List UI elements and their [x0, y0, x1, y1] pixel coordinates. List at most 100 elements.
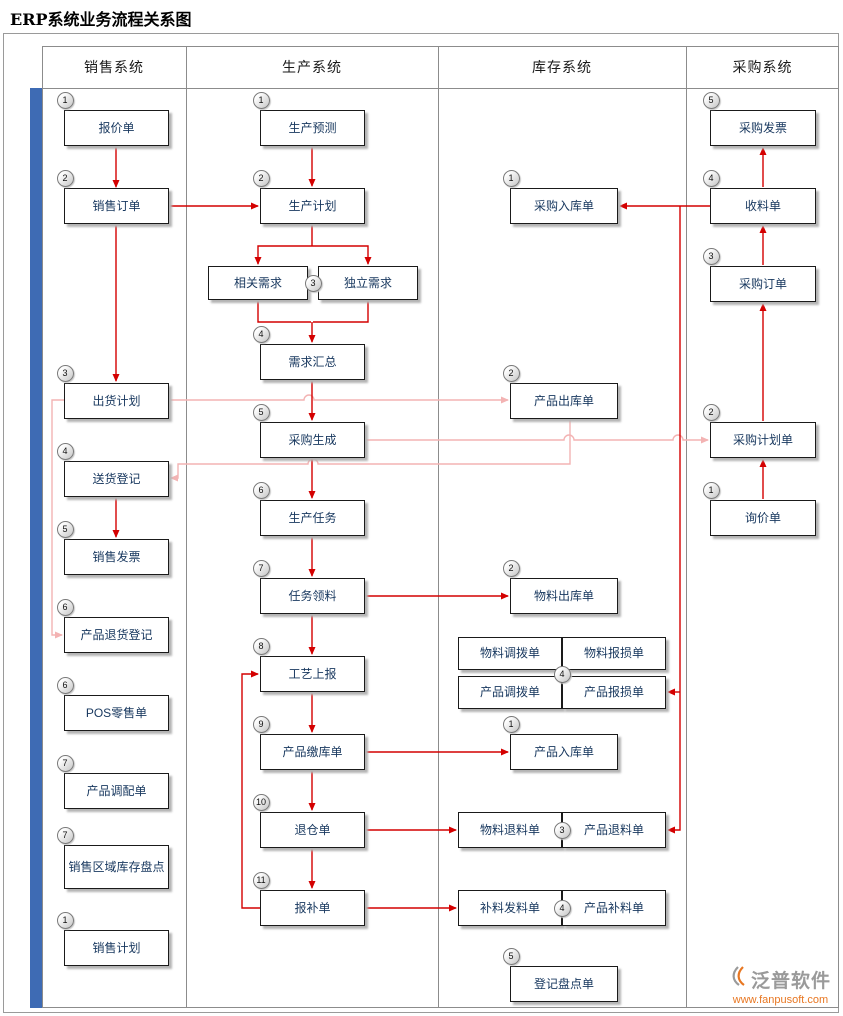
- column-separator-1: [186, 46, 187, 1008]
- step-number-badge: 5: [252, 403, 270, 421]
- watermark-brand: 泛普软件: [750, 969, 831, 992]
- node-label: 物料报损单: [583, 646, 644, 661]
- node-label: 产品报损单: [583, 685, 644, 700]
- node-label: 物料出库单: [533, 588, 594, 603]
- flow-node-purchase-generate: 采购生成: [260, 422, 365, 458]
- node-label: 产品缴库单: [282, 744, 343, 759]
- flow-node-product-return-register: 产品退货登记: [64, 617, 169, 653]
- flow-node-product-storage: 产品缴库单: [260, 734, 365, 770]
- node-label: 物料调拨单: [479, 646, 540, 661]
- flow-node-production-plan: 生产计划: [260, 188, 365, 224]
- flow-node-quote: 报价单: [64, 110, 169, 146]
- flow-node-inquiry: 询价单: [710, 500, 816, 536]
- step-number-badge: 4: [702, 169, 720, 187]
- node-label: 产品出库单: [533, 393, 594, 408]
- step-number-badge: 2: [502, 364, 520, 382]
- flow-node-product-return: 产品退料单: [562, 812, 666, 848]
- flow-node-related-demand: 相关需求: [208, 266, 308, 300]
- left-blue-strip: [30, 88, 42, 1008]
- step-number-badge: 11: [252, 871, 270, 889]
- flow-node-region-stock-count: 销售区域库存盘点: [64, 845, 169, 889]
- node-label: POS零售单: [85, 705, 148, 720]
- node-label: 报价单: [98, 120, 135, 135]
- step-number-badge: 2: [56, 169, 74, 187]
- step-number-badge: 6: [252, 481, 270, 499]
- step-number-badge: 3: [304, 274, 322, 292]
- node-label: 生产预测: [288, 120, 337, 135]
- flow-node-material-return: 物料退料单: [458, 812, 562, 848]
- step-number-badge: 5: [56, 520, 74, 538]
- step-number-badge: 1: [56, 911, 74, 929]
- flow-node-production-task: 生产任务: [260, 500, 365, 536]
- step-number-badge: 6: [56, 676, 74, 694]
- node-label: 采购入库单: [533, 198, 594, 213]
- step-number-badge: 2: [502, 559, 520, 577]
- step-number-badge: 1: [502, 715, 520, 733]
- node-label: 产品退料单: [583, 822, 644, 837]
- flow-node-purchase-inbound: 采购入库单: [510, 188, 618, 224]
- node-label: 报补单: [294, 900, 331, 915]
- node-label: 出货计划: [92, 393, 141, 408]
- node-label: 销售订单: [92, 198, 141, 213]
- flow-node-process-report: 工艺上报: [260, 656, 365, 692]
- diagram-frame: [42, 46, 839, 1008]
- header-underline: [42, 88, 839, 89]
- flow-node-product-replenish: 产品补料单: [562, 890, 666, 926]
- flow-node-material-outbound: 物料出库单: [510, 578, 618, 614]
- flow-node-pos-retail: POS零售单: [64, 695, 169, 731]
- diagram-title: ERP系统业务流程关系图: [10, 10, 192, 29]
- node-label: 生产计划: [288, 198, 337, 213]
- node-label: 产品退货登记: [80, 627, 153, 642]
- node-label: 销售计划: [92, 940, 141, 955]
- node-label: 产品入库单: [533, 744, 594, 759]
- flow-node-product-transfer: 产品调拨单: [458, 676, 562, 709]
- step-number-badge: 1: [502, 169, 520, 187]
- flow-node-production-forecast: 生产预测: [260, 110, 365, 146]
- flow-node-replenish-order: 报补单: [260, 890, 365, 926]
- column-header-production: 生产系统: [282, 59, 342, 75]
- node-label: 退仓单: [294, 822, 331, 837]
- step-number-badge: 8: [252, 637, 270, 655]
- flow-node-product-outbound: 产品出库单: [510, 383, 618, 419]
- step-number-badge: 5: [702, 91, 720, 109]
- flow-node-receiving-note: 收料单: [710, 188, 816, 224]
- flow-node-independent-demand: 独立需求: [318, 266, 418, 300]
- flow-node-sales-invoice: 销售发票: [64, 539, 169, 575]
- step-number-badge: 7: [252, 559, 270, 577]
- step-number-badge: 2: [252, 169, 270, 187]
- step-number-badge: 4: [553, 899, 571, 917]
- flow-node-sales-order: 销售订单: [64, 188, 169, 224]
- node-label: 收料单: [744, 198, 781, 213]
- flow-node-purchase-order: 采购订单: [710, 266, 816, 302]
- step-number-badge: 7: [56, 754, 74, 772]
- column-separator-3: [686, 46, 687, 1008]
- step-number-badge: 3: [553, 821, 571, 839]
- watermark: 泛普软件 www.fanpusoft.com: [730, 965, 831, 1006]
- node-label: 物料退料单: [479, 822, 540, 837]
- flow-node-material-transfer: 物料调拨单: [458, 637, 562, 670]
- node-label: 产品补料单: [583, 900, 644, 915]
- flow-node-product-allocation: 产品调配单: [64, 773, 169, 809]
- node-label: 登记盘点单: [533, 976, 594, 991]
- flow-node-return-warehouse: 退仓单: [260, 812, 365, 848]
- watermark-row: 泛普软件: [730, 965, 831, 993]
- step-number-badge: 4: [252, 325, 270, 343]
- node-label: 工艺上报: [288, 666, 337, 681]
- step-number-badge: 3: [702, 247, 720, 265]
- node-label: 补料发料单: [479, 900, 540, 915]
- node-label: 采购计划单: [732, 432, 793, 447]
- step-number-badge: 4: [553, 665, 571, 683]
- node-label: 需求汇总: [288, 354, 337, 369]
- flow-node-product-loss: 产品报损单: [562, 676, 666, 709]
- step-number-badge: 5: [502, 947, 520, 965]
- node-label: 独立需求: [343, 275, 392, 290]
- flow-node-stock-count-register: 登记盘点单: [510, 966, 618, 1002]
- flow-node-purchase-plan: 采购计划单: [710, 422, 816, 458]
- column-separator-2: [438, 46, 439, 1008]
- flow-node-sales-plan: 销售计划: [64, 930, 169, 966]
- node-label: 相关需求: [233, 275, 282, 290]
- step-number-badge: 1: [702, 481, 720, 499]
- flow-node-replenish-issue: 补料发料单: [458, 890, 562, 926]
- flow-node-material-loss: 物料报损单: [562, 637, 666, 670]
